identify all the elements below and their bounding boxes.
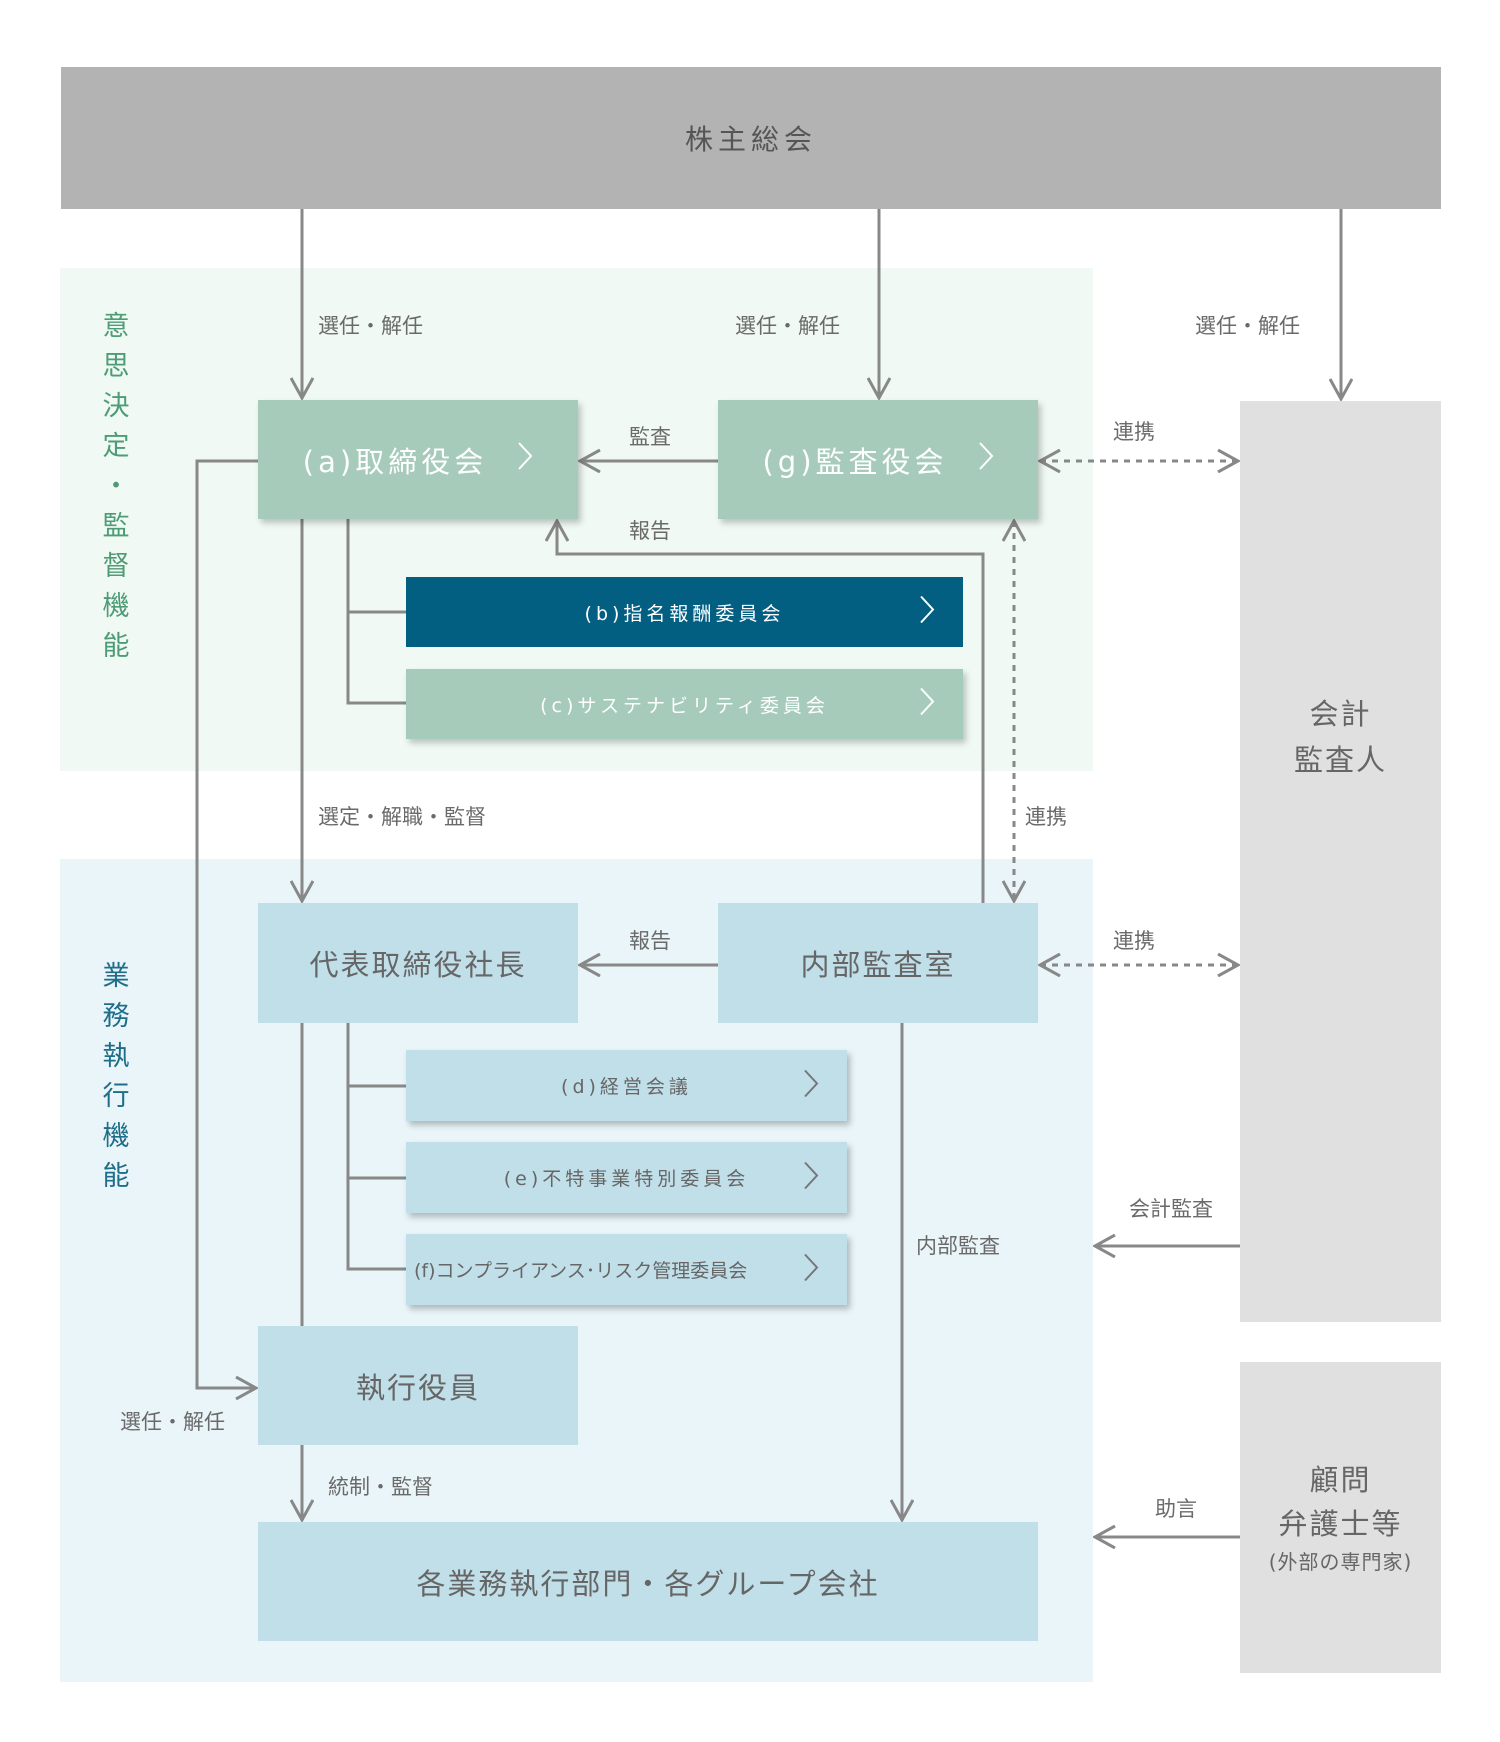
chevron-right-icon [919,687,935,722]
zone-label-char: 督 [102,551,130,582]
advisors-line2: 弁護士等 [1278,1506,1403,1541]
label-elect-officers: 選任・解任 [120,1410,225,1434]
compliance-risk-committee-button[interactable]: (f)コンプライアンス･リスク管理委員会 [406,1234,847,1305]
chevron-right-icon [919,595,935,630]
label-internal-audit: 内部監査 [916,1234,1000,1258]
shareholders-meeting-label: 株主総会 [684,123,817,156]
zone-label-char: 機 [102,591,130,622]
label-report-top: 報告 [629,519,671,543]
label-elect-accounting-auditor: 選任・解任 [1195,314,1300,338]
zone-label-char: 能 [102,631,130,662]
executive-officers-box: 執行役員 [258,1326,578,1445]
label-audit: 監査 [629,425,671,449]
chevron-right-icon [803,1160,819,1195]
zone-label-char: 行 [102,1081,130,1112]
business-execution-label: 業 務 執 行 機 能 [96,957,136,1197]
arrow-elect-officers [195,459,258,1388]
zone-label-char: 意 [102,311,130,342]
sustainability-committee-label: (c)サステナビリティ委員会 [540,694,829,717]
accounting-auditor-box: 会計 監査人 [1240,401,1441,1322]
advisors-line1: 顧問 [1309,1462,1372,1497]
business-divisions-label: 各業務執行部門・各グループ会社 [416,1566,880,1601]
internal-audit-office-label: 内部監査室 [800,948,956,982]
zone-label-char: ・ [102,471,130,502]
internal-audit-office-box: 内部監査室 [718,903,1038,1023]
zone-label-char: 能 [102,1161,130,1192]
committee-branch [346,519,406,705]
business-divisions-box: 各業務執行部門・各グループ会社 [258,1522,1038,1641]
chevron-right-icon [803,1252,819,1287]
management-meeting-button[interactable]: (d)経営会議 [406,1050,847,1121]
label-control-supervise: 統制・監督 [328,1475,433,1499]
president-label: 代表取締役社長 [309,948,527,982]
board-of-directors-button[interactable]: (a)取締役会 [258,400,578,519]
advisors-box: 顧問 弁護士等 (外部の専門家) [1240,1362,1441,1673]
zone-label-char: 機 [102,1121,130,1152]
nomination-committee-label: (b)指名報酬委員会 [584,602,785,625]
label-collab-vertical: 連携 [1025,805,1067,829]
label-collab-top: 連携 [1113,420,1155,444]
committee-branch [346,1023,406,1271]
president-box: 代表取締役社長 [258,903,578,1023]
chevron-right-icon [978,441,994,478]
special-committee-label: (e)不特事業特別委員会 [503,1168,750,1190]
label-elect-board: 選任・解任 [318,314,423,338]
audit-board-label: (g)監査役会 [762,444,948,479]
arrow-report-to-board [557,521,985,903]
chevron-right-icon [803,1068,819,1103]
zone-label-char: 思 [102,351,130,382]
accounting-auditor-line2: 監査人 [1293,742,1387,777]
accounting-auditor-line1: 会計 [1309,696,1372,731]
nomination-remuneration-committee-button[interactable]: (b)指名報酬委員会 [406,577,963,647]
chevron-right-icon [517,441,533,478]
sustainability-committee-button[interactable]: (c)サステナビリティ委員会 [406,669,963,739]
board-of-directors-label: (a)取締役会 [302,444,488,479]
special-committee-button[interactable]: (e)不特事業特別委員会 [406,1142,847,1213]
zone-label-char: 業 [102,961,130,992]
label-select-supervise: 選定・解職・監督 [318,805,486,829]
label-accounting-audit: 会計監査 [1129,1197,1213,1221]
zone-label-char: 務 [102,1001,130,1032]
management-meeting-label: (d)経営会議 [561,1076,692,1098]
zone-label-char: 決 [102,391,130,422]
decision-supervision-label: 意 思 決 定 ・ 監 督 機 能 [96,307,136,667]
zone-label-char: 執 [102,1041,130,1072]
compliance-risk-committee-label: (f)コンプライアンス･リスク管理委員会 [414,1260,748,1282]
executive-officers-label: 執行役員 [355,1370,480,1405]
label-report-mid: 報告 [629,929,671,953]
advisors-line3: (外部の専門家) [1268,1549,1413,1574]
zone-label-char: 監 [102,511,130,542]
shareholders-meeting: 株主総会 [61,67,1441,209]
zone-label-char: 定 [102,431,130,462]
label-advice: 助言 [1155,1497,1197,1521]
label-collab-mid: 連携 [1113,929,1155,953]
label-elect-audit-board: 選任・解任 [735,314,840,338]
audit-board-button[interactable]: (g)監査役会 [718,400,1038,519]
